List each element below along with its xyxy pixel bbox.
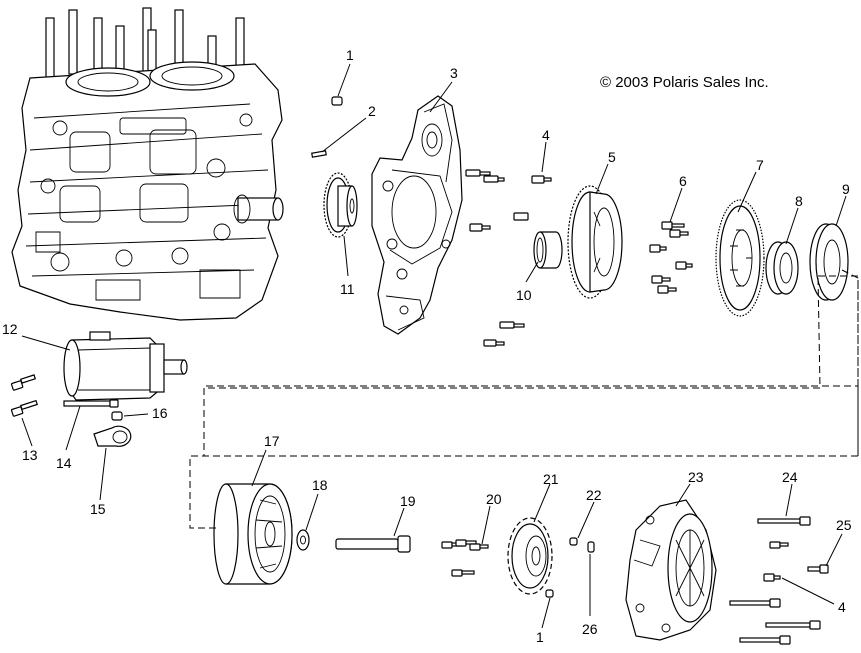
part-24-long-bolt [757, 516, 811, 526]
callout-18: 18 [312, 477, 328, 493]
callout-8: 8 [795, 193, 803, 209]
part-11-drive-gear [323, 172, 358, 238]
callout-5: 5 [608, 149, 616, 165]
callout-23: 23 [688, 469, 704, 485]
leader-lines [21, 63, 847, 629]
part-17-flywheel [213, 483, 293, 585]
callout-11: 11 [340, 281, 355, 297]
callout-19: 19 [400, 493, 416, 509]
part-3-cover-housing [371, 95, 463, 335]
part-4-bolts-top [465, 169, 552, 347]
callout-14: 14 [56, 455, 72, 471]
assembly-dashed-path [189, 269, 859, 529]
callout-9: 9 [842, 181, 850, 197]
callout-2: 2 [368, 103, 376, 119]
part-12-starter-motor [63, 331, 188, 401]
callout-4-bottom: 4 [838, 599, 846, 615]
callout-16: 16 [152, 405, 168, 421]
part-4-bolts-bottom [729, 541, 821, 645]
part-1-plug-bottom [545, 589, 554, 598]
callout-25: 25 [836, 517, 852, 533]
part-7-ring-plate [715, 199, 765, 317]
callout-6: 6 [679, 173, 687, 189]
part-22-grommet [569, 537, 578, 546]
part-25-bolt [807, 564, 829, 574]
callout-4: 4 [542, 127, 550, 143]
callout-26: 26 [582, 621, 598, 637]
callout-21: 21 [543, 471, 559, 487]
callout-17: 17 [264, 433, 280, 449]
part-15-cable-terminal [93, 425, 132, 447]
part-13-bolts [10, 374, 38, 417]
callout-12: 12 [2, 321, 18, 337]
copyright-notice: © 2003 Polaris Sales Inc. [600, 74, 769, 91]
callout-7: 7 [756, 157, 764, 173]
callout-1: 1 [346, 47, 354, 63]
callout-15: 15 [90, 501, 106, 517]
callout-13: 13 [22, 447, 38, 463]
callout-20: 20 [486, 491, 502, 507]
callout-22: 22 [586, 487, 602, 503]
part-26-pin [587, 541, 595, 553]
part-21-stator [507, 517, 553, 595]
part-14-rod [63, 399, 119, 408]
callout-10: 10 [516, 287, 532, 303]
part-2-dowel-pin [311, 150, 327, 158]
part-6-bolts [649, 221, 693, 294]
callout-1-bottom: 1 [536, 629, 544, 645]
part-19-flywheel-bolt [335, 535, 411, 553]
part-23-outer-cover [625, 499, 717, 641]
part-18-washer [296, 529, 310, 551]
callout-3: 3 [450, 65, 458, 81]
part-8-bearing [765, 241, 799, 295]
part-20-screws [441, 539, 489, 577]
part-1-plug-top [331, 96, 343, 106]
part-16-nut [111, 411, 123, 421]
callout-24: 24 [782, 469, 798, 485]
part-10-bushing [533, 231, 563, 269]
engine-crankcase [11, 7, 284, 321]
part-5-starter-gear [567, 185, 623, 299]
